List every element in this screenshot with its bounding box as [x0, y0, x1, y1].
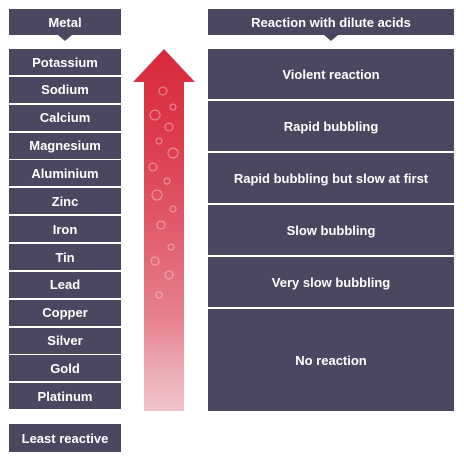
metal-item: Lead [9, 271, 121, 298]
metal-item: Tin [9, 244, 121, 271]
bubble-icon [149, 109, 161, 121]
bubble-icon [163, 177, 171, 185]
metal-item: Calcium [9, 104, 121, 131]
reaction-item: Rapid bubbling [208, 101, 454, 151]
metal-item: Sodium [9, 76, 121, 103]
bubble-icon [150, 256, 160, 266]
reactivity-arrow [133, 49, 195, 411]
metal-header-label: Metal [48, 14, 82, 30]
bubble-icon [169, 103, 177, 111]
bubble-icon [164, 270, 174, 280]
metal-item: Potassium [9, 49, 121, 75]
metal-item: Gold [9, 355, 121, 382]
reaction-header: Reaction with dilute acids [208, 9, 454, 41]
bubble-icon [148, 162, 158, 172]
bubble-icon [158, 86, 168, 96]
bubbles [148, 86, 179, 299]
least-reactive-label: Least reactive [9, 424, 121, 452]
reaction-item: No reaction [208, 309, 454, 411]
metal-item: Iron [9, 216, 121, 243]
reaction-item: Slow bubbling [208, 205, 454, 255]
bubble-icon [151, 189, 163, 201]
bubble-icon [167, 147, 179, 159]
metal-item: Platinum [9, 383, 121, 410]
bubble-icon [155, 137, 163, 145]
arrow-shape [133, 49, 195, 411]
metal-item: Aluminium [9, 160, 121, 187]
reaction-item: Violent reaction [208, 49, 454, 99]
metal-item: Zinc [9, 188, 121, 215]
bubble-icon [155, 291, 163, 299]
bubble-icon [164, 122, 174, 132]
least-reactive-text: Least reactive [21, 430, 109, 446]
bubble-icon [169, 205, 177, 213]
metal-list: Potassium Sodium Calcium Magnesium Alumi… [9, 49, 121, 411]
reaction-item: Very slow bubbling [208, 257, 454, 307]
reaction-item: Rapid bubbling but slow at first [208, 153, 454, 203]
metal-item: Magnesium [9, 132, 121, 159]
reaction-header-label: Reaction with dilute acids [251, 14, 411, 30]
bubble-icon [167, 243, 175, 251]
metal-item: Silver [9, 327, 121, 354]
metal-header: Metal [9, 9, 121, 41]
metal-item: Copper [9, 299, 121, 326]
bubble-icon [156, 220, 166, 230]
